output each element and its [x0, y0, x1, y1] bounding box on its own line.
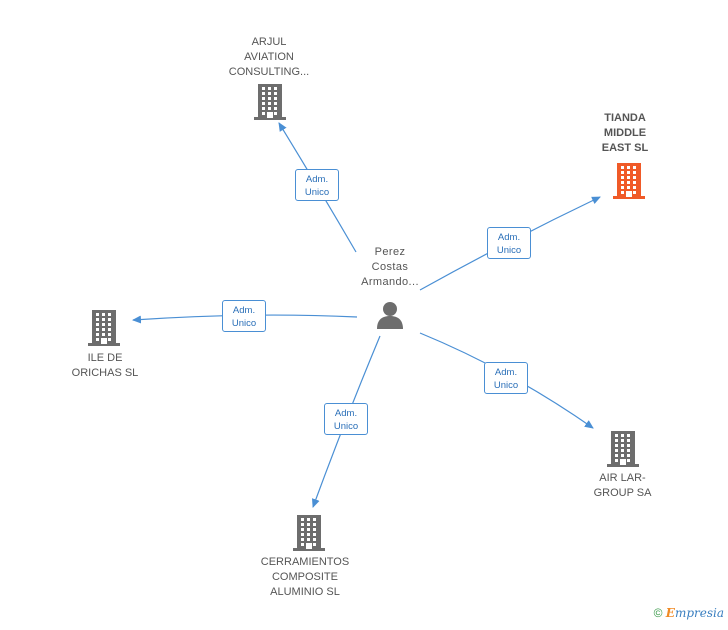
company-label-tianda[interactable]: TIANDA MIDDLE EAST SL — [601, 112, 649, 154]
building-icon[interactable] — [293, 515, 325, 551]
person-icon[interactable] — [375, 299, 405, 329]
role-badge: Adm. Unico — [487, 227, 531, 259]
role-badge: Adm. Unico — [484, 362, 528, 394]
footer-brand: © Empresia — [654, 606, 724, 620]
building-icon[interactable] — [607, 431, 639, 467]
copyright-icon: © — [653, 606, 663, 620]
company-label-airlar[interactable]: AIR LAR- GROUP SA — [593, 472, 652, 499]
company-label-arjul[interactable]: ARJUL AVIATION CONSULTING... — [228, 36, 310, 78]
company-label-cerramientos[interactable]: CERRAMIENTOS COMPOSITE ALUMINIO SL — [260, 556, 350, 598]
building-icon[interactable] — [254, 84, 286, 120]
role-badge: Adm. Unico — [324, 403, 368, 435]
role-badge: Adm. Unico — [295, 169, 339, 201]
person-label[interactable]: Perez Costas Armando... — [361, 246, 419, 288]
building-icon[interactable] — [613, 163, 645, 199]
role-badge: Adm. Unico — [222, 300, 266, 332]
company-label-ile[interactable]: ILE DE ORICHAS SL — [71, 352, 139, 379]
building-icon[interactable] — [88, 310, 120, 346]
brand-logo: Empresia — [665, 606, 724, 620]
